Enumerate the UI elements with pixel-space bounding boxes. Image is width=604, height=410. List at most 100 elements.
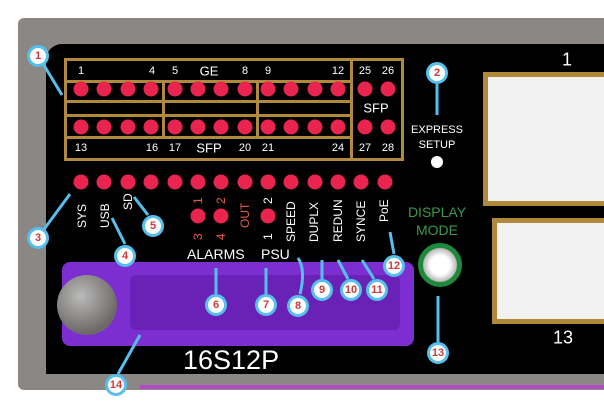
callout-4: 4 (114, 245, 136, 267)
status-led (260, 208, 276, 224)
callout-9: 9 (311, 279, 333, 301)
port-label: 4 (148, 65, 156, 77)
callout-14: 14 (105, 374, 127, 396)
port-label: 9 (264, 65, 272, 77)
psu-label: PSU (261, 246, 290, 262)
status-led (237, 174, 253, 190)
port-led (213, 119, 229, 135)
divider (64, 136, 352, 139)
port-led (307, 81, 323, 97)
divider (64, 100, 352, 103)
callout-6: 6 (205, 294, 227, 316)
port-led (143, 81, 159, 97)
port-label: 12 (331, 65, 345, 77)
callout-11: 11 (366, 279, 388, 301)
port-led (167, 119, 183, 135)
display-mode-button[interactable] (418, 243, 462, 287)
port-led (237, 81, 253, 97)
ge-label: GE (199, 63, 219, 79)
callout-10: 10 (340, 279, 362, 301)
status-led (120, 174, 136, 190)
port-led (167, 81, 183, 97)
port-label: 21 (261, 142, 275, 154)
port-led (120, 81, 136, 97)
port-label: 13 (74, 142, 88, 154)
port-led (96, 119, 112, 135)
port-led (260, 119, 276, 135)
callout-7: 7 (255, 294, 277, 316)
port-label: 8 (241, 65, 249, 77)
status-led (190, 208, 206, 224)
sfp-led (380, 119, 396, 135)
port-1-label: 1 (561, 49, 573, 70)
status-led (213, 174, 229, 190)
port-label: 26 (381, 65, 395, 77)
status-led (377, 174, 393, 190)
status-led (96, 174, 112, 190)
express-setup-button[interactable] (431, 156, 443, 168)
callout-8: 8 (287, 295, 309, 317)
status-led (283, 174, 299, 190)
port-label: 5 (171, 65, 179, 77)
sfp-label: SFP (196, 140, 222, 156)
divider (64, 114, 352, 117)
port-label: 24 (331, 142, 345, 154)
status-led (190, 174, 206, 190)
port-led (260, 81, 276, 97)
callout-13: 13 (427, 342, 449, 364)
port-led-box (64, 58, 404, 161)
port-1 (483, 72, 604, 206)
sfp-led (380, 81, 396, 97)
port-led (330, 119, 346, 135)
port-led (143, 119, 159, 135)
callout-5: 5 (142, 215, 164, 237)
status-led (143, 174, 159, 190)
port-label: 16 (145, 142, 159, 154)
express-setup-label: EXPRESS (411, 124, 463, 136)
callout-1: 1 (27, 45, 49, 67)
display-mode-label: DISPLAY (407, 204, 467, 220)
port-label: 25 (358, 65, 372, 77)
status-led (353, 174, 369, 190)
status-led (307, 174, 323, 190)
callout-2: 2 (426, 62, 448, 84)
alarms-label: ALARMS (187, 246, 245, 262)
status-led (167, 174, 183, 190)
divider (162, 80, 165, 139)
port-led (213, 81, 229, 97)
screw-icon (57, 275, 117, 335)
callout-3: 3 (27, 227, 49, 249)
port-led (190, 81, 206, 97)
display-mode-label: MODE (416, 222, 458, 238)
port-led (190, 119, 206, 135)
callout-12: 12 (383, 255, 405, 277)
port-label: 1 (77, 65, 85, 77)
port-13 (492, 218, 604, 324)
status-led (73, 174, 89, 190)
status-led (330, 174, 346, 190)
divider (64, 80, 352, 83)
port-label: 17 (168, 142, 182, 154)
divider (350, 58, 353, 161)
port-led (73, 119, 89, 135)
express-setup-label: SETUP (418, 139, 456, 151)
sfp-led (357, 81, 373, 97)
port-13-label: 13 (552, 327, 574, 348)
status-led (213, 208, 229, 224)
port-led (307, 119, 323, 135)
port-label: 27 (358, 142, 372, 154)
sfp-led (357, 119, 373, 135)
port-led (283, 119, 299, 135)
port-label: 28 (381, 142, 395, 154)
divider (256, 80, 259, 139)
chassis-edge (140, 385, 604, 389)
port-led (120, 119, 136, 135)
port-led (96, 81, 112, 97)
sfp-label: SFP (363, 100, 389, 116)
port-led (330, 81, 346, 97)
port-led (283, 81, 299, 97)
model-label: 16S12P (183, 345, 280, 375)
port-led (237, 119, 253, 135)
port-led (73, 81, 89, 97)
